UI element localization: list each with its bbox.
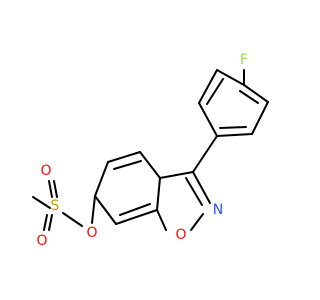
bond <box>198 102 218 137</box>
bond <box>139 151 161 179</box>
bond <box>216 133 253 137</box>
bond <box>119 203 151 216</box>
bond <box>192 171 211 204</box>
atom-sulfur: S <box>51 198 60 214</box>
bond <box>243 84 269 103</box>
atom-fluorine: F <box>240 52 248 68</box>
bond <box>192 135 218 173</box>
bond <box>94 161 109 197</box>
bond <box>48 180 53 198</box>
atom-nitrogen: N <box>213 202 223 218</box>
structure-diagram: F N O O S O O <box>32 52 269 249</box>
atom-oxygen-sulfonyl-top: O <box>40 163 51 179</box>
bond <box>91 195 96 224</box>
bond <box>156 209 167 231</box>
bond <box>115 209 158 225</box>
bond <box>53 180 58 198</box>
bond <box>107 151 141 163</box>
bond <box>239 90 259 104</box>
atom-oxygen-ester: O <box>86 225 97 241</box>
bond <box>32 196 51 209</box>
bond <box>43 214 48 231</box>
bond <box>198 69 218 104</box>
atom-oxygen-sulfonyl-bottom: O <box>36 233 47 249</box>
bond-lines <box>32 69 269 231</box>
bond <box>48 214 53 231</box>
bond <box>94 195 117 225</box>
bond <box>190 213 204 231</box>
bond <box>62 212 83 227</box>
bond <box>185 177 203 206</box>
bond <box>216 69 245 86</box>
bond <box>219 126 247 129</box>
bond <box>206 78 224 105</box>
bond <box>156 177 161 211</box>
bond <box>113 160 142 170</box>
bond <box>159 171 194 179</box>
atom-oxygen-ring: O <box>175 227 186 243</box>
bond <box>251 101 269 135</box>
